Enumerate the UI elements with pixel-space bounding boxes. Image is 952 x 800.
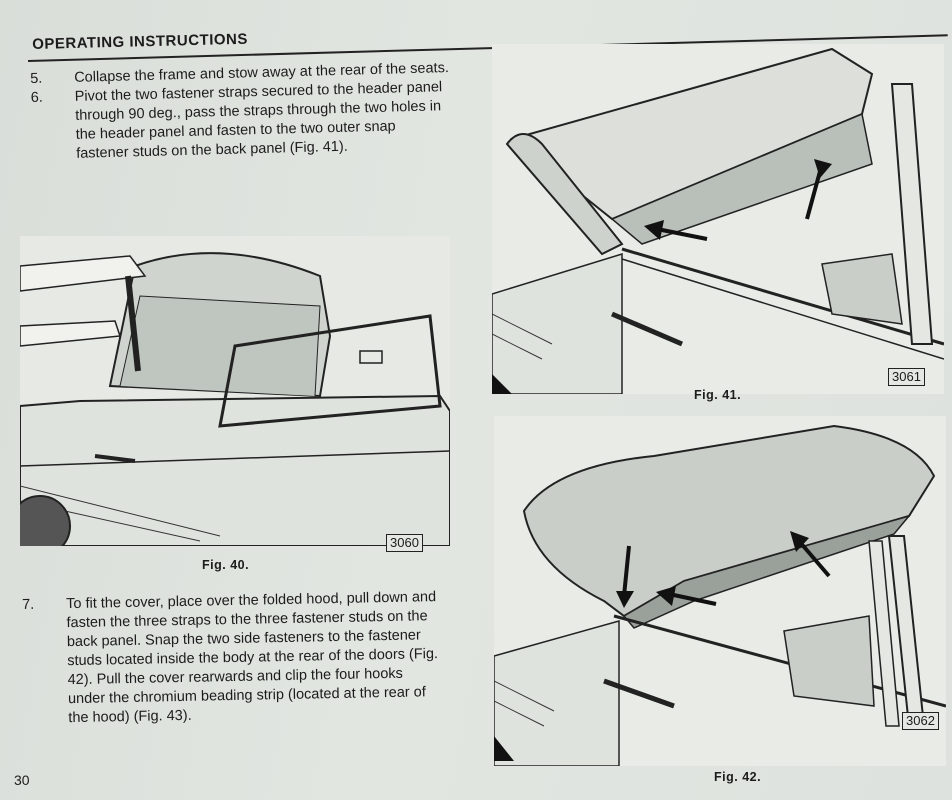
- fig42-ref: 3062: [902, 712, 939, 730]
- steps-list: 5. Collapse the frame and stow away at t…: [30, 59, 452, 165]
- page-title: OPERATING INSTRUCTIONS: [32, 30, 249, 53]
- page-number: 30: [14, 772, 30, 788]
- fig42-caption: Fig. 42.: [714, 770, 762, 784]
- fig40-caption: Fig. 40.: [202, 558, 250, 572]
- fig41-caption: Fig. 41.: [694, 388, 742, 402]
- fig40-illustration: [20, 236, 450, 546]
- step-7: 7. To fit the cover, place over the fold…: [22, 588, 444, 729]
- fig41-ref: 3061: [888, 368, 925, 386]
- fig40-ref: 3060: [386, 534, 423, 552]
- step-number: 6.: [30, 89, 44, 106]
- step-text: Pivot the two fastener straps secured to…: [74, 79, 443, 162]
- step-6: 6. Pivot the two fastener straps secured…: [30, 78, 452, 165]
- step-number: 5.: [30, 70, 43, 87]
- step-number: 7.: [22, 596, 35, 613]
- fig42-illustration: [494, 416, 946, 766]
- step-text: To fit the cover, place over the folded …: [66, 589, 439, 727]
- fig41-illustration: [492, 44, 944, 394]
